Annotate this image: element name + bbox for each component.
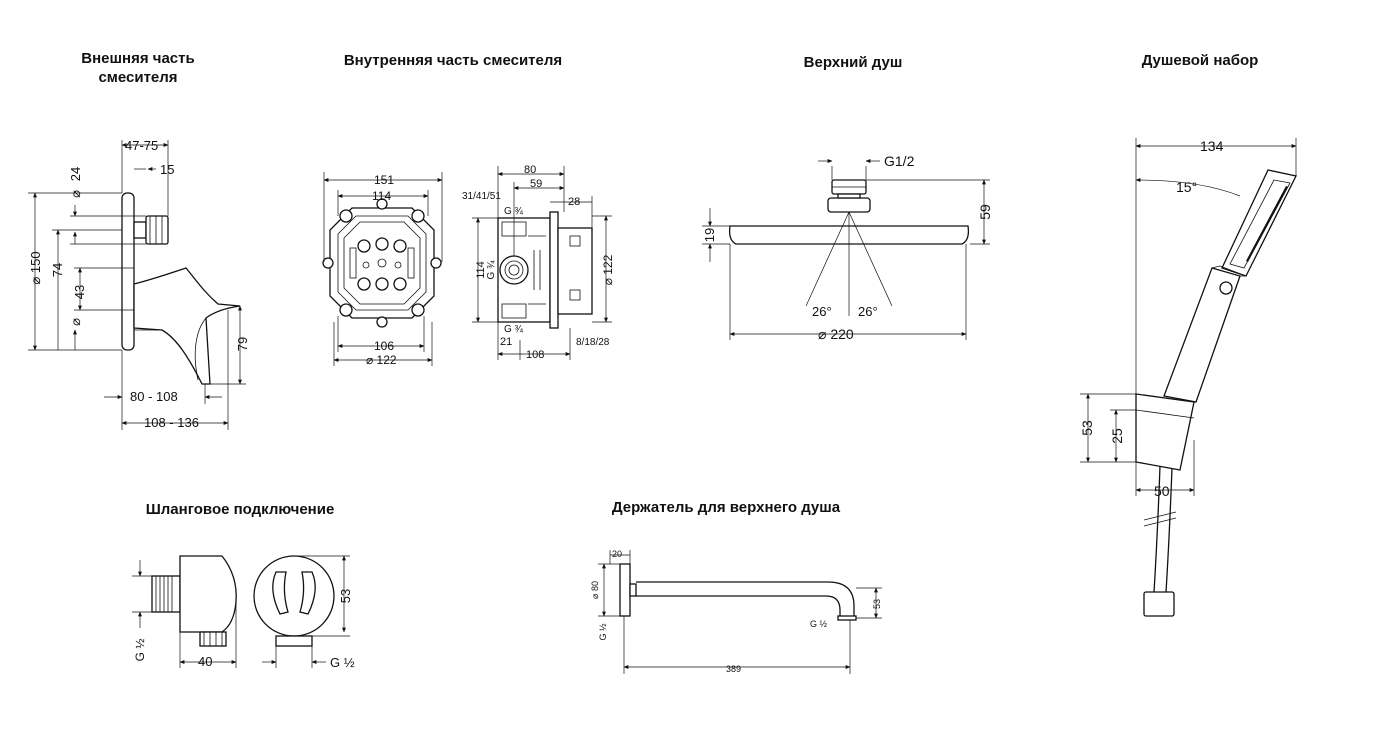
hose-connection-title: Шланговое подключение	[145, 501, 335, 518]
angle-15: 15°	[1176, 179, 1197, 195]
dim-8-18-28: 8/18/28	[576, 337, 610, 348]
dim-15: 15	[160, 162, 174, 177]
hose-connection-drawing: G ½ 40 G ½ 53	[132, 555, 355, 670]
dim-59-overhead: 59	[977, 204, 993, 220]
dim-dia-122-side: ⌀ 122	[601, 254, 615, 285]
dim-31-41-51: 31/41/51	[462, 191, 501, 202]
dim-g34-top: G ¾	[504, 206, 524, 217]
dim-151: 151	[374, 173, 394, 187]
dim-80-side: 80	[524, 164, 536, 176]
dim-21: 21	[500, 336, 512, 348]
shower-arm-title: Держатель для верхнего душа	[611, 499, 841, 516]
dim-g12-arm-wall: G ½	[598, 623, 608, 641]
dim-134: 134	[1200, 138, 1224, 154]
angle-26-left: 26°	[812, 304, 832, 319]
outer-mixer-drawing: 47-75 15 24 ⌀ ⌀ 150 74 43 ⌀ 79 80	[28, 138, 250, 430]
dim-g34-bottom: G ¾	[504, 324, 524, 335]
dim-25: 25	[1109, 428, 1125, 444]
dim-53-set: 53	[1079, 420, 1095, 436]
dim-220: ⌀ 220	[818, 326, 854, 342]
dim-g12-arm-outlet: G ½	[810, 619, 828, 629]
shower-arm-drawing: 20 ⌀ 80 G ½ 53 G ½ 389	[590, 549, 882, 674]
inner-mixer-title: Внутренняя часть смесителя	[343, 52, 563, 69]
angle-26-right: 26°	[858, 304, 878, 319]
dim-74: 74	[50, 263, 65, 277]
dim-150: ⌀ 150	[28, 251, 43, 284]
dim-g12-hose-side: G ½	[133, 639, 147, 662]
dim-dia-24: ⌀	[68, 190, 83, 198]
dim-20: 20	[612, 549, 622, 559]
dim-dia-80: ⌀ 80	[590, 581, 600, 599]
dim-80-108: 80 - 108	[130, 389, 178, 404]
dim-389: 389	[726, 664, 741, 674]
dim-114-side: 114	[475, 261, 487, 279]
dim-24: 24	[68, 167, 83, 181]
dim-59: 59	[530, 178, 542, 190]
overhead-shower-drawing: 26° 26° G1/2 59 19 ⌀ 220	[702, 153, 993, 342]
dim-40: 40	[198, 654, 212, 669]
dim-dia-43: ⌀	[68, 318, 83, 326]
dim-dia-122-front: ⌀ 122	[366, 353, 397, 367]
dim-53-hose: 53	[338, 589, 353, 603]
inner-mixer-drawing: 151 114 106 ⌀ 122 80 59	[322, 164, 615, 367]
dim-47-75: 47-75	[125, 138, 158, 153]
dim-19: 19	[702, 228, 717, 242]
dim-114: 114	[372, 189, 391, 203]
shower-set-drawing: 134 15° 53 25 50	[1079, 138, 1297, 617]
dim-g12-overhead: G1/2	[884, 153, 915, 169]
overhead-shower-title: Верхний душ	[803, 54, 903, 71]
outer-mixer-title: Внешняя часть смесителя	[81, 50, 195, 86]
dim-79: 79	[235, 337, 250, 351]
dim-g34-left: G ¾	[486, 260, 497, 280]
dim-108-136: 108 - 136	[144, 415, 199, 430]
dim-53-arm: 53	[872, 599, 882, 609]
dim-28: 28	[568, 196, 580, 208]
dim-50: 50	[1154, 483, 1170, 499]
dim-106: 106	[374, 339, 394, 353]
dim-g12-hose-front: G ½	[330, 655, 355, 670]
dim-43: 43	[72, 285, 87, 299]
dim-108-side: 108	[526, 349, 544, 361]
shower-set-title: Душевой набор	[1141, 52, 1259, 69]
